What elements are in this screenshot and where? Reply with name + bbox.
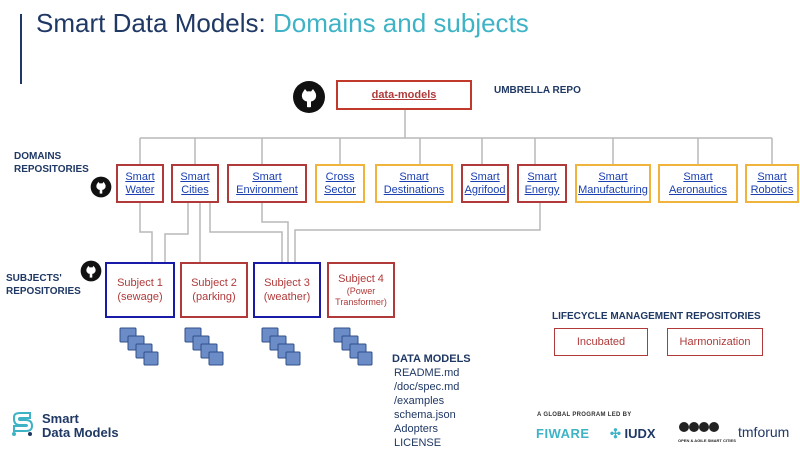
subjects-label-line-2: REPOSITORIES — [6, 286, 81, 297]
subject-description: (parking) — [192, 291, 236, 303]
subject-name: Subject 2 — [191, 277, 237, 289]
github-icon — [80, 260, 102, 282]
domain-label-line-1: Smart — [598, 170, 628, 183]
domains-label-line-2: REPOSITORIES — [14, 164, 89, 175]
data-model-file: Adopters — [394, 423, 439, 435]
domain-label-line-1: Smart — [399, 170, 429, 183]
subject-1-box[interactable]: Subject 1 (sewage) — [105, 262, 175, 318]
fiware-logo-text: FIWARE — [536, 426, 590, 441]
iudx-logo-icon: ✣ — [610, 426, 621, 441]
domains-label-line-1: DOMAINS — [14, 151, 62, 162]
subject-2-box[interactable]: Subject 2 (parking) — [180, 262, 248, 318]
title-part-2: Domains and subjects — [272, 8, 529, 38]
lifecycle-incubated-label: Incubated — [576, 335, 626, 348]
github-icon — [293, 81, 325, 113]
subject-3-box[interactable]: Subject 3 (weather) — [253, 262, 321, 318]
subject-name: Subject 3 — [264, 277, 310, 289]
subject-description-line-1: (Power — [346, 286, 376, 296]
footer-logo-line-2: Data Models — [42, 425, 119, 440]
subject-description: (weather) — [263, 291, 311, 303]
global-program-label: A GLOBAL PROGRAM LED BY — [537, 412, 632, 418]
domain-label-line-1: Smart — [683, 170, 713, 183]
tmforum-logo: tmforum — [738, 424, 790, 440]
title-part-1: Smart Data Models: — [36, 8, 273, 38]
subject-4-box[interactable]: Subject 4 (Power Transformer) — [327, 262, 395, 318]
domain-label-line-1: Cross — [325, 170, 355, 183]
smart-data-models-logo-icon — [12, 412, 34, 436]
domain-label-line-2: Robotics — [750, 183, 794, 196]
domain-label-line-2: Energy — [524, 183, 560, 196]
subject-name: Subject 1 — [117, 277, 163, 289]
oasc-logo: OPEN & AGILE SMART CITIES — [678, 420, 736, 443]
subject-description: (sewage) — [117, 291, 163, 303]
data-models-list: DATA MODELS README.md /doc/spec.md /exam… — [392, 352, 471, 450]
file-stack-icon — [261, 327, 301, 366]
data-models-title: DATA MODELS — [392, 353, 471, 365]
data-model-file: /examples — [394, 395, 445, 407]
domain-label-line-2: Sector — [324, 183, 356, 196]
file-stack-icon — [119, 327, 159, 366]
footer-logo-text: Smart Data Models — [42, 412, 119, 440]
title-accent-bar — [20, 14, 22, 84]
domain-label-line-1: Smart — [470, 170, 500, 183]
domain-label-line-2: Aeronautics — [668, 183, 728, 196]
oasc-circles-icon — [679, 422, 719, 432]
subjects-label: SUBJECTS' REPOSITORIES — [6, 272, 81, 298]
iudx-logo-text: IUDX — [624, 426, 656, 441]
umbrella-repo-box[interactable]: data-models — [336, 80, 472, 110]
domain-label-line-2: Water — [125, 183, 155, 196]
domains-label: DOMAINS REPOSITORIES — [14, 150, 89, 176]
domain-label-line-2: Agrifood — [464, 183, 506, 196]
lifecycle-incubated-box[interactable]: Incubated — [554, 328, 648, 356]
file-stack-icon — [184, 327, 224, 366]
domain-label-line-2: Manufacturing — [578, 183, 648, 196]
subject-name: Subject 4 — [338, 273, 384, 285]
umbrella-repo-link[interactable]: data-models — [371, 88, 437, 101]
domain-label-line-1: Smart — [180, 170, 210, 183]
subject-description-line-2: Transformer) — [335, 297, 387, 307]
domain-label-line-2: Cities — [181, 183, 209, 196]
domain-label-line-1: Smart — [757, 170, 787, 183]
iudx-logo: ✣ IUDX — [610, 426, 656, 442]
lifecycle-harmonization-label: Harmonization — [679, 335, 751, 348]
domain-label-line-1: Smart — [252, 170, 282, 183]
lifecycle-harmonization-box[interactable]: Harmonization — [667, 328, 763, 356]
umbrella-repo-label: UMBRELLA REPO — [494, 85, 581, 96]
github-icon — [90, 176, 112, 198]
lifecycle-label: LIFECYCLE MANAGEMENT REPOSITORIES — [552, 311, 761, 322]
data-model-file: /doc/spec.md — [394, 381, 460, 393]
data-model-file: README.md — [394, 367, 460, 379]
oasc-logo-text: OPEN & AGILE SMART CITIES — [678, 438, 736, 443]
page-title: Smart Data Models: Domains and subjects — [36, 8, 529, 39]
subjects-label-line-1: SUBJECTS' — [6, 273, 62, 284]
domain-label-line-1: Smart — [527, 170, 557, 183]
data-model-file: LICENSE — [394, 437, 442, 449]
domain-label-line-2: Destinations — [383, 183, 445, 196]
domain-label-line-1: Smart — [125, 170, 155, 183]
fiware-logo: FIWARE — [536, 426, 590, 441]
footer-logo-line-1: Smart — [42, 411, 79, 426]
domain-label-line-2: Environment — [236, 183, 298, 196]
file-stack-icon — [333, 327, 373, 366]
data-model-file: schema.json — [394, 409, 456, 421]
